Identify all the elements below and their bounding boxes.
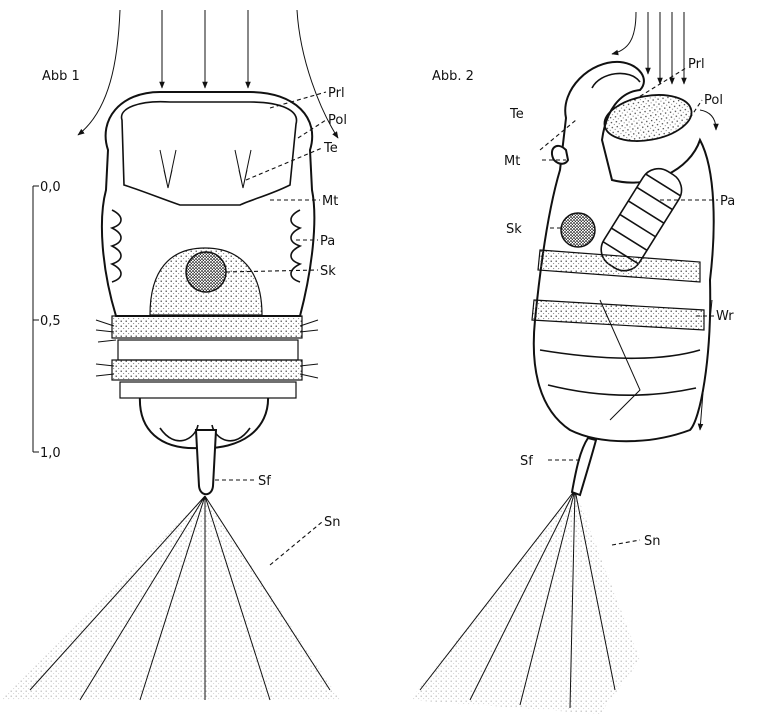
label-sf-1: Sf xyxy=(258,474,271,489)
figure-1: Abb 1 0,0 0,5 1,0 xyxy=(0,10,347,700)
label-sn-2: Sn xyxy=(644,534,661,549)
scale-tick-0: 0,0 xyxy=(40,180,61,195)
label-mt-1: Mt xyxy=(322,194,338,209)
label-mt-2: Mt xyxy=(504,154,520,169)
label-sn-1: Sn xyxy=(324,515,341,530)
label-sf-2: Sf xyxy=(520,454,533,469)
label-sk-1: Sk xyxy=(320,264,336,279)
label-prl-1: Prl xyxy=(328,86,345,101)
figure-2-title: Abb. 2 xyxy=(432,69,474,84)
label-prl-2: Prl xyxy=(688,57,705,72)
scale-bar: 0,0 0,5 1,0 xyxy=(33,180,61,461)
label-pol-2: Pol xyxy=(704,93,723,108)
label-pa-1: Pa xyxy=(320,234,335,249)
scale-tick-05: 0,5 xyxy=(40,314,61,329)
label-te-2: Te xyxy=(509,107,524,122)
label-pa-2: Pa xyxy=(720,194,735,209)
scale-tick-1: 1,0 xyxy=(40,446,61,461)
larva-body-lateral xyxy=(410,62,714,714)
figure-2: Abb. 2 xyxy=(410,12,735,714)
figure-1-title: Abb 1 xyxy=(42,69,80,84)
label-sk-2: Sk xyxy=(506,222,522,237)
label-pol-1: Pol xyxy=(328,113,347,128)
label-te-1: Te xyxy=(323,141,338,156)
label-wr-2: Wr xyxy=(716,309,734,324)
